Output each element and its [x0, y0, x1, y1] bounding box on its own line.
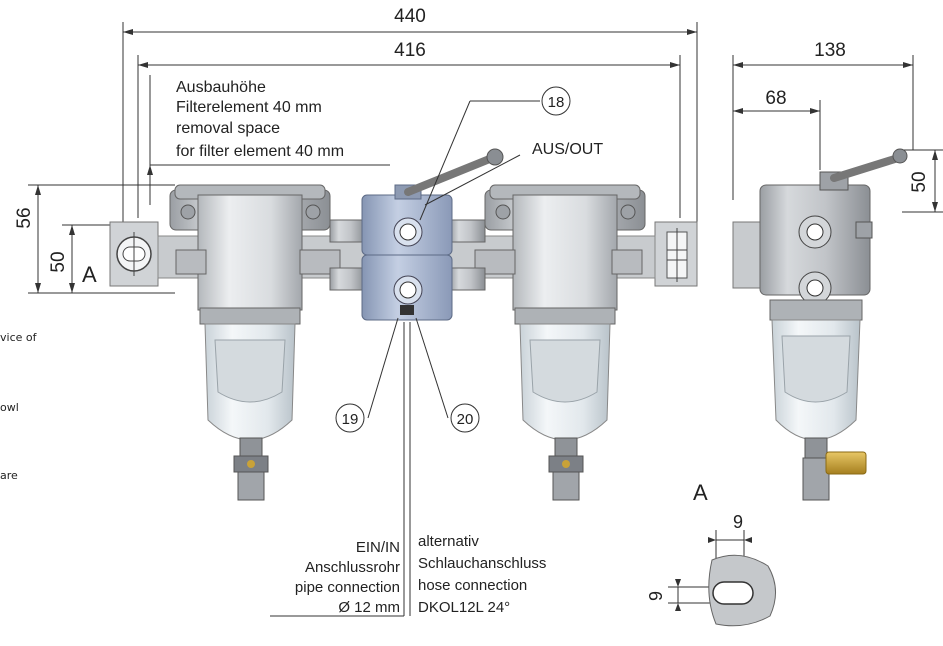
- removal-label-de-1: Ausbauhöhe: [176, 79, 266, 96]
- callout-18: 18: [548, 94, 565, 111]
- alt-label-1: alternativ: [418, 533, 479, 550]
- dim-68: 68: [765, 88, 786, 109]
- alt-label-4: DKOL12L 24°: [418, 599, 510, 616]
- side-view: [732, 148, 908, 501]
- dim-416: 416: [394, 40, 426, 61]
- alt-label-3: hose connection: [418, 577, 527, 594]
- dimension-arrows: [35, 29, 938, 611]
- removal-label-en-2: for filter element 40 mm: [176, 143, 344, 160]
- dim-56: 56: [14, 207, 35, 228]
- detail-a-label: A: [693, 480, 708, 505]
- section-a-label: A: [82, 262, 97, 287]
- callout-leaders: [367, 100, 540, 419]
- callout-circles: [335, 86, 571, 433]
- alt-label-2: Schlauchanschluss: [418, 555, 546, 572]
- inlet-label-3: pipe connection: [295, 579, 400, 596]
- right-filter: [474, 184, 646, 501]
- dim-50-left: 50: [48, 251, 69, 272]
- dimension-lines: [28, 22, 943, 617]
- aus-out-label: AUS/OUT: [532, 141, 603, 158]
- inlet-label-1: EIN/IN: [356, 539, 400, 556]
- inlet-label-2: Anschlussrohr: [305, 559, 400, 576]
- detail-a-slot: [708, 554, 776, 627]
- callout-19: 19: [342, 411, 359, 428]
- left-filter: [169, 184, 341, 501]
- dim-slot-width: 9: [733, 512, 743, 532]
- dim-440: 440: [394, 6, 426, 27]
- side-note-2: owl: [0, 401, 19, 414]
- dim-138: 138: [814, 40, 846, 61]
- inlet-label-4: Ø 12 mm: [338, 599, 400, 616]
- callout-20: 20: [457, 411, 474, 428]
- changeover-valve: [329, 148, 504, 321]
- side-note-3: are: [0, 469, 18, 482]
- dim-50-right: 50: [909, 171, 930, 192]
- dim-slot-height: 9: [646, 591, 666, 601]
- side-note-1: vice of: [0, 331, 37, 344]
- removal-label-en-1: removal space: [176, 120, 280, 137]
- removal-label-de-2: Filterelement 40 mm: [176, 99, 322, 116]
